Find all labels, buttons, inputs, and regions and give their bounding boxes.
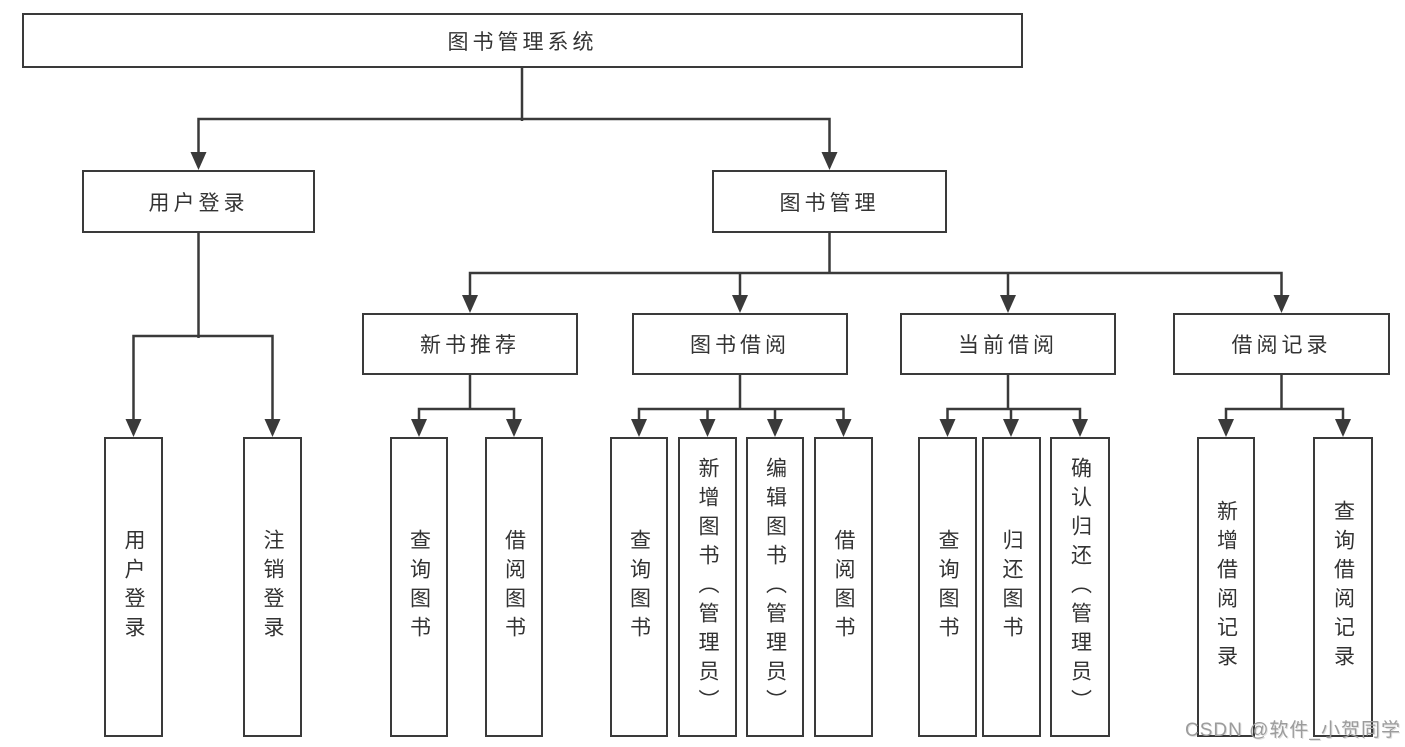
node-label: 注销登录 [261,529,284,645]
node-label: 新书推荐 [420,334,520,357]
node-label: 图书管理 [779,191,880,215]
node-label: 查询图书 [627,529,651,645]
node-library-system-root: 图书管理系统 [22,13,1023,68]
node-user-login: 用户登录 [82,170,315,233]
node-label: 确认归还（管理员） [1068,456,1092,718]
node-label: 新增图书（管理员） [696,456,719,718]
node-new-book-recommend: 新书推荐 [362,313,578,375]
node-label: 借阅图书 [502,529,526,645]
node-edit-book-admin: 编辑图书（管理员） [746,437,804,737]
node-book-borrowing: 图书借阅 [632,313,848,375]
node-confirm-return-admin: 确认归还（管理员） [1050,437,1110,737]
node-label: 用户登录 [148,191,249,215]
node-add-book-admin: 新增图书（管理员） [678,437,737,737]
node-label: 查询借阅记录 [1331,500,1355,674]
node-label: 借阅记录 [1231,334,1332,357]
node-user-login-leaf: 用户登录 [104,437,163,737]
node-label: 编辑图书（管理员） [763,456,787,718]
node-borrow-book: 借阅图书 [814,437,873,737]
node-label: 当前借阅 [958,334,1058,357]
node-borrowsec-query-books: 查询图书 [610,437,668,737]
node-return-book: 归还图书 [982,437,1041,737]
node-label: 图书借阅 [690,334,790,357]
node-label: 用户登录 [122,529,145,645]
node-label: 新增借阅记录 [1214,500,1238,674]
node-add-borrow-record: 新增借阅记录 [1197,437,1255,737]
node-label: 图书管理系统 [447,30,598,54]
node-label: 借阅图书 [832,529,855,645]
node-current-borrowing: 当前借阅 [900,313,1116,375]
node-newrec-query-books: 查询图书 [390,437,448,737]
node-label: 归还图书 [1000,529,1023,645]
node-logout-leaf: 注销登录 [243,437,302,737]
node-label: 查询图书 [407,529,431,645]
node-book-management: 图书管理 [712,170,947,233]
node-newrec-borrow-books: 借阅图书 [485,437,543,737]
node-borrowing-records: 借阅记录 [1173,313,1390,375]
node-query-borrow-record: 查询借阅记录 [1313,437,1373,737]
node-label: 查询图书 [936,529,959,645]
csdn-watermark: CSDN @软件_小贺同学 [1185,720,1401,741]
node-current-query-books: 查询图书 [918,437,977,737]
